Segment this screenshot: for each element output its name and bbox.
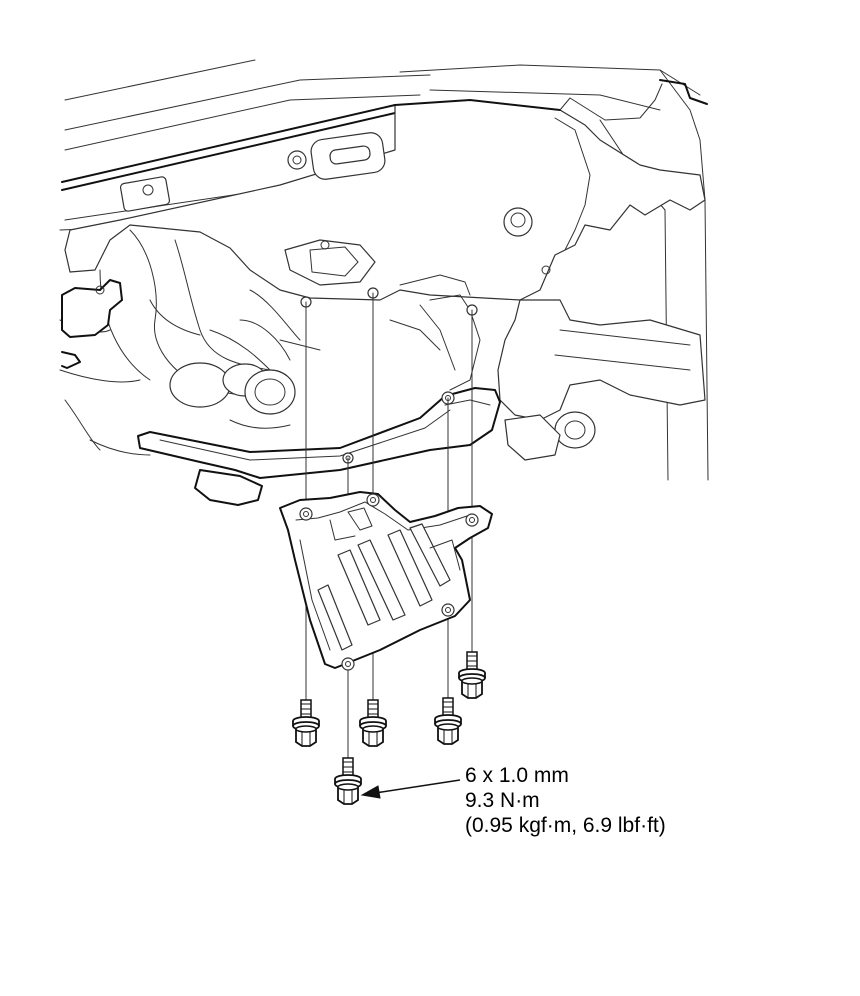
bolt-size-label: 6 x 1.0 mm xyxy=(465,764,569,787)
exhaust-components xyxy=(59,229,441,429)
bolt-4 xyxy=(458,651,486,699)
torque-alt-label: (0.95 kgf·m, 6.9 lbf·ft) xyxy=(465,814,666,837)
bolt-1 xyxy=(292,699,320,747)
callout-arrow xyxy=(360,779,461,799)
bolt-5 xyxy=(334,757,362,805)
left-bracket xyxy=(61,279,123,369)
splash-shield xyxy=(279,491,493,671)
bolt-2 xyxy=(359,699,387,747)
bolt-3 xyxy=(434,697,462,745)
right-mechanism xyxy=(419,294,706,461)
torque-spec-callout: 6 x 1.0 mm 9.3 N·m (0.95 kgf·m, 6.9 lbf·… xyxy=(465,763,666,838)
torque-nm-label: 9.3 N·m xyxy=(465,789,540,812)
subframe-member xyxy=(64,387,501,506)
floor-panel xyxy=(64,79,708,301)
